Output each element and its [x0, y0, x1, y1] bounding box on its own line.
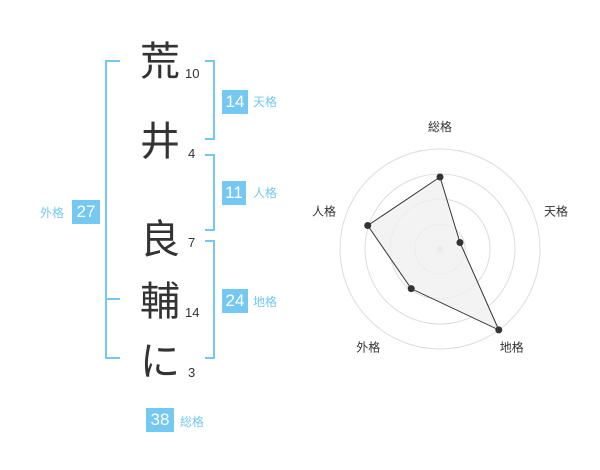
stroke-count-5: 3	[188, 365, 196, 380]
stroke-count-1: 10	[185, 66, 200, 81]
name-char-1: 荒	[140, 39, 180, 85]
soukaku-label: 総格	[180, 415, 205, 429]
jinkaku-badge: 11	[222, 181, 246, 205]
radar-axis-label-4: 外格	[356, 340, 380, 355]
name-char-2: 井	[140, 119, 180, 165]
radar-axis-label-1: 総格	[428, 119, 452, 134]
name-char-3: 良	[140, 217, 180, 263]
radar-axis-label-5: 人格	[312, 203, 336, 218]
radar-point-3	[495, 326, 503, 334]
soukaku-badge: 38	[146, 408, 174, 432]
radar-point-1	[436, 173, 444, 181]
gaikaku-bracket	[105, 60, 120, 359]
gaikaku-label: 外格	[40, 206, 65, 220]
jinkaku-label: 人格	[253, 186, 278, 200]
radar-axis-label-3: 地格	[500, 340, 524, 355]
chikaku-label: 地格	[253, 295, 278, 309]
stroke-count-3: 7	[188, 235, 196, 250]
name-char-5: に	[140, 339, 180, 385]
stroke-count-4: 14	[185, 305, 200, 320]
jinkaku-bracket	[205, 154, 215, 231]
chikaku-bracket	[205, 240, 215, 359]
tenkaku-label: 天格	[253, 95, 278, 109]
radar-area	[367, 176, 500, 331]
radar-ring	[339, 148, 541, 350]
radar-point-2	[456, 239, 464, 247]
radar-point-5	[364, 222, 372, 230]
bracket-lines	[105, 60, 215, 359]
chikaku-badge: 24	[222, 289, 248, 313]
radar-points	[364, 173, 503, 334]
tenkaku-bracket	[205, 60, 215, 140]
radar-point-4	[407, 285, 415, 293]
gaikaku-badge: 27	[72, 200, 100, 224]
stroke-count-2: 4	[188, 146, 196, 161]
radar-axis-label-2: 天格	[544, 203, 568, 218]
name-char-4: 輔	[140, 279, 180, 325]
tenkaku-badge: 14	[222, 90, 248, 114]
